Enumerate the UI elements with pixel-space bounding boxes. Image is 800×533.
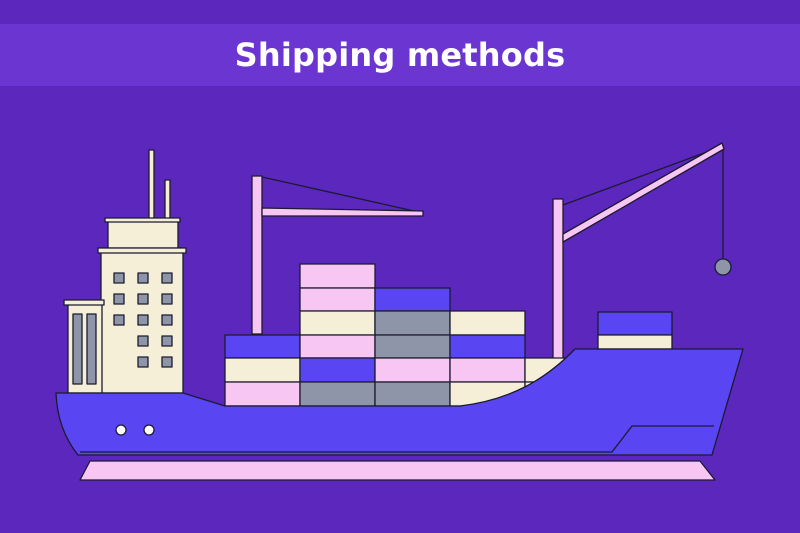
mast-right	[164, 179, 171, 221]
ship-hull	[55, 348, 744, 456]
container-stack-3	[374, 287, 451, 407]
porthole	[143, 424, 155, 436]
bridge-tower	[63, 217, 187, 394]
title-banner: Shipping methods	[0, 24, 800, 86]
crane-left	[251, 175, 424, 335]
bow-containers	[597, 311, 673, 350]
porthole	[115, 424, 127, 436]
crane-right	[552, 142, 732, 360]
container-stack-2	[299, 263, 376, 407]
page-title: Shipping methods	[234, 36, 566, 74]
container-stack-1	[224, 334, 301, 407]
crane-hook	[714, 258, 732, 276]
ship-keel	[79, 460, 716, 481]
mast-left	[148, 149, 155, 221]
